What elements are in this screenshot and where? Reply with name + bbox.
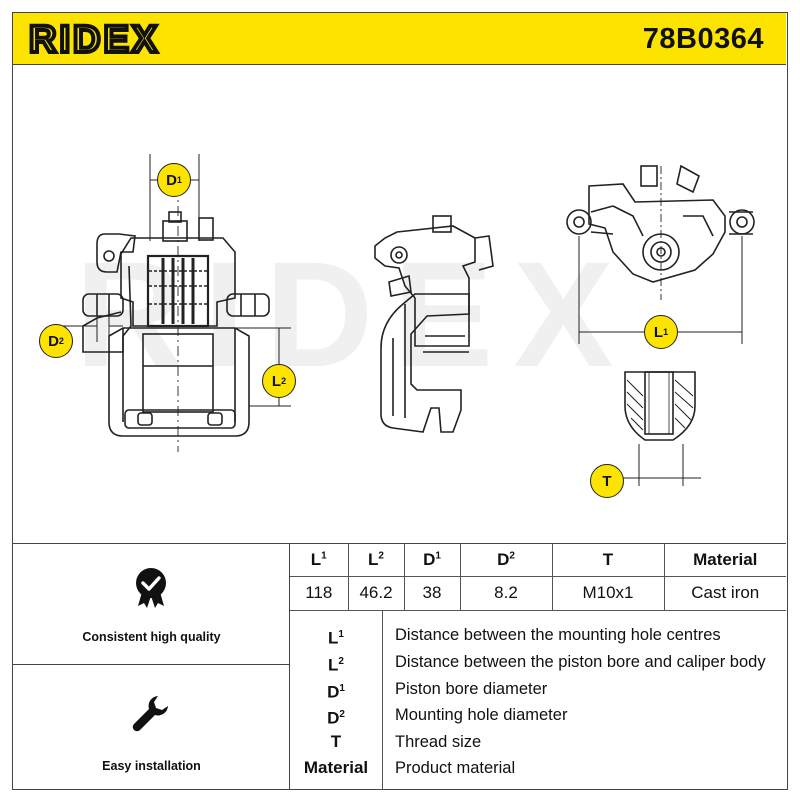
installation-label: Easy installation bbox=[102, 759, 201, 773]
spec-value-d2: 8.2 bbox=[459, 575, 553, 611]
spec-value-l2: 46.2 bbox=[347, 575, 405, 611]
legend-desc-l1: Distance between the mounting hole centr… bbox=[395, 626, 721, 644]
header-bar: RIDEX 78B0364 bbox=[13, 13, 786, 65]
spec-header-row: L1 L2 D1 D2 T Material bbox=[290, 544, 786, 577]
spec-legend: L1 Distance between the mounting hole ce… bbox=[290, 610, 786, 790]
quality-label: Consistent high quality bbox=[82, 630, 221, 644]
spec-header-d1: D1 bbox=[403, 544, 461, 577]
quality-feature: Consistent high quality bbox=[13, 544, 290, 665]
legend-row-d1: D1 Piston bore diameter bbox=[290, 676, 786, 702]
legend-key-d2: D2 bbox=[327, 708, 345, 728]
legend-row-material: Material Product material bbox=[290, 755, 786, 781]
legend-divider bbox=[382, 610, 384, 790]
spec-grid: L1 L2 D1 D2 T Material 118 46.2 38 8.2 M… bbox=[290, 544, 786, 611]
spec-header-t: T bbox=[551, 544, 665, 577]
legend-row-l2: L2 Distance between the piston bore and … bbox=[290, 649, 786, 675]
installation-feature: Easy installation bbox=[13, 665, 290, 790]
part-number: 78B0364 bbox=[642, 23, 764, 55]
spec-header-l2: L2 bbox=[347, 544, 405, 577]
drawing-canvas: RIDEX bbox=[53, 154, 755, 486]
badge-d2-letter: D bbox=[48, 332, 59, 350]
badge-t: T bbox=[590, 464, 624, 498]
badge-l2-sup: 2 bbox=[281, 376, 287, 386]
badge-d1-sup: 1 bbox=[176, 175, 182, 185]
wrench-icon bbox=[132, 696, 168, 732]
legend-desc-d1: Piston bore diameter bbox=[395, 680, 548, 698]
spec-header-d2: D2 bbox=[459, 544, 553, 577]
badge-d2-sup: 2 bbox=[58, 336, 64, 346]
legend-desc-material: Product material bbox=[395, 759, 516, 777]
badge-l1-sup: 1 bbox=[663, 327, 669, 337]
legend-desc-t: Thread size bbox=[395, 733, 482, 751]
caliper-side-view bbox=[374, 215, 494, 433]
spec-table: L1 L2 D1 D2 T Material 118 46.2 38 8.2 M… bbox=[290, 544, 786, 611]
badge-t-letter: T bbox=[602, 472, 612, 490]
legend-row-t: T Thread size bbox=[290, 729, 786, 755]
product-sheet: RIDEX 78B0364 RIDEX bbox=[12, 12, 788, 790]
badge-d1-letter: D bbox=[166, 171, 177, 189]
spec-header-material: Material bbox=[663, 544, 786, 577]
spec-header-l1: L1 bbox=[290, 544, 349, 577]
spec-value-material: Cast iron bbox=[663, 575, 786, 611]
legend-desc-d2: Mounting hole diameter bbox=[395, 706, 568, 724]
legend-key-t: T bbox=[330, 732, 342, 751]
legend-row-l1: L1 Distance between the mounting hole ce… bbox=[290, 622, 786, 648]
spec-value-t: M10x1 bbox=[551, 575, 665, 611]
ridex-logo: RIDEX bbox=[29, 21, 160, 57]
legend-key-d1: D1 bbox=[327, 682, 345, 702]
badge-l2-letter: L bbox=[271, 372, 282, 390]
spec-value-d1: 38 bbox=[403, 575, 461, 611]
legend-desc-l2: Distance between the piston bore and cal… bbox=[395, 653, 766, 671]
spec-section: Consistent high quality Easy installatio… bbox=[13, 543, 786, 790]
spec-value-row: 118 46.2 38 8.2 M10x1 Cast iron bbox=[290, 575, 786, 611]
badge-l1-letter: L bbox=[653, 323, 664, 341]
watermark: RIDEX bbox=[75, 230, 633, 398]
legend-key-l1: L1 bbox=[328, 628, 344, 648]
legend-row-d2: D2 Mounting hole diameter bbox=[290, 702, 786, 728]
thread-detail bbox=[623, 371, 701, 486]
legend-key-l2: L2 bbox=[328, 655, 344, 675]
logo-lettering: RIDEX bbox=[29, 21, 160, 57]
spec-value-l1: 118 bbox=[290, 575, 349, 611]
technical-drawing: RIDEX bbox=[13, 66, 786, 543]
quality-medal-icon bbox=[136, 568, 166, 608]
legend-key-material: Material bbox=[303, 758, 369, 777]
